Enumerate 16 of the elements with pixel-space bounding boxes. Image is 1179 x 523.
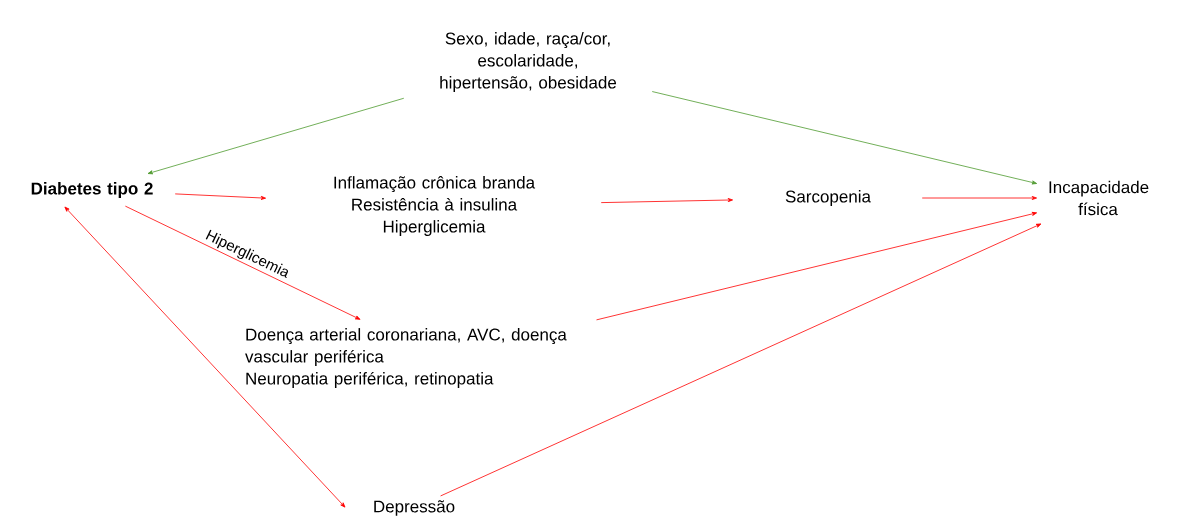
arrow (64, 206, 346, 508)
text-label: Diabetes tipo 2 (31, 182, 153, 198)
arrow (600, 198, 733, 203)
text-label: Doença arterial coronariana, AVC, doença vascular periférica Neuropatia periférica, retinopatia (245, 328, 567, 388)
arrow (596, 211, 1038, 321)
text-label: Depressão (374, 500, 455, 516)
text-label: Inflamação crônica branda Resistência à insulina Hiperglicemia (334, 176, 536, 236)
arrow (124, 205, 361, 320)
text-label: Incapacidade física (1049, 180, 1149, 216)
text-label: Sarcopenia (785, 190, 871, 206)
text-label: Sexo, idade, raça/cor, escolaridade, hipertensão, obesidade (440, 32, 617, 92)
arrow (174, 193, 266, 200)
arrow (921, 196, 1037, 200)
arrow (147, 97, 405, 175)
arrow (651, 91, 1038, 185)
arrow (440, 223, 1042, 497)
